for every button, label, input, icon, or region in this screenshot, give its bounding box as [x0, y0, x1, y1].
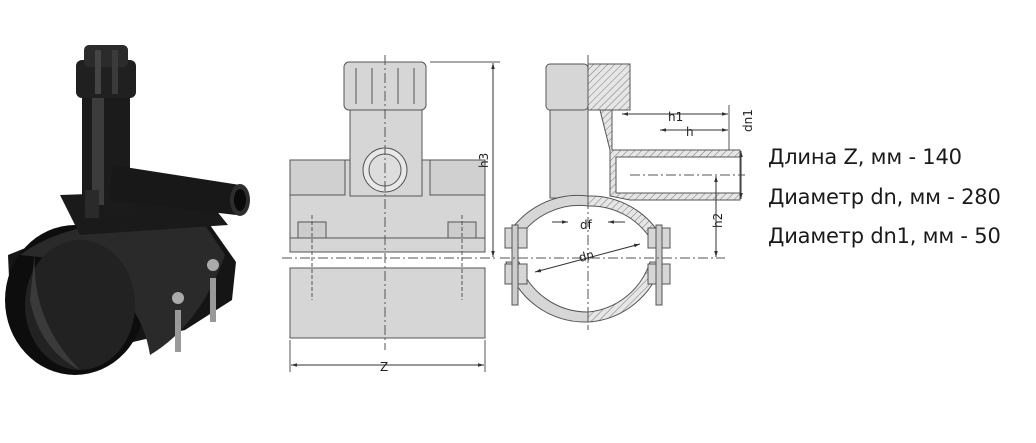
- label-h2: h2: [711, 213, 725, 228]
- spec-diameter-dn: Диаметр dn, мм - 280: [768, 184, 1001, 209]
- label-h3: h3: [477, 153, 491, 168]
- side-section-drawing: [500, 55, 745, 330]
- saddle-fitting-photo: [5, 45, 250, 375]
- label-z: Z: [380, 360, 388, 374]
- spec-length-z: Длина Z, мм - 140: [768, 145, 962, 169]
- label-h: h: [686, 125, 694, 139]
- label-dn: dn: [577, 247, 595, 264]
- spec-list: Длина Z, мм - 140 Диаметр dn, мм - 280 Д…: [768, 138, 1001, 257]
- front-view-drawing: [282, 55, 500, 372]
- label-dn1: dn1: [741, 109, 755, 132]
- label-h1: h1: [668, 110, 683, 124]
- spec-diameter-dn1: Диаметр dn1, мм - 50: [768, 224, 1001, 248]
- label-df: df: [580, 218, 593, 232]
